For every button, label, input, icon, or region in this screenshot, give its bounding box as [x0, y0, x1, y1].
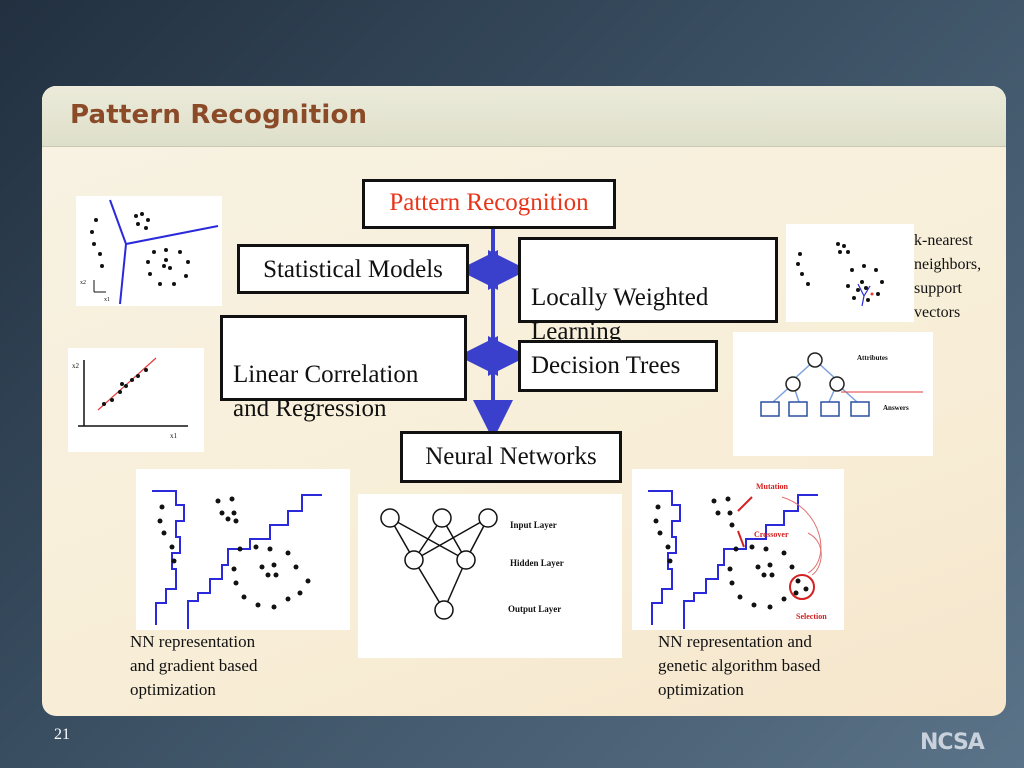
- node-neural-networks-label: Neural Networks: [425, 443, 597, 470]
- attributes-label: Attributes: [857, 354, 888, 362]
- partition-scatter-plot: x2 x1: [80, 199, 219, 305]
- root-node: Pattern Recognition: [362, 179, 616, 229]
- gradient-boundary-figure: [136, 469, 350, 630]
- title-bar: Pattern Recognition: [42, 86, 1006, 147]
- hidden-layer-label: Hidden Layer: [510, 558, 564, 568]
- neural-network-graphic: Input Layer Hidden Layer Output Layer: [380, 508, 564, 620]
- node-statistical-models: Statistical Models: [237, 244, 469, 294]
- node-linear-correlation-label: Linear Correlation and Regression: [233, 361, 419, 422]
- slide-title: Pattern Recognition: [70, 100, 368, 130]
- knn-plot: [796, 242, 884, 307]
- node-locally-weighted: Locally Weighted Learning: [518, 237, 778, 345]
- slide-number: 21: [54, 726, 70, 743]
- genetic-algorithm-plot: Mutation Crossover Selection: [648, 482, 827, 629]
- partition-scatter-figure: x2 x1: [76, 196, 222, 306]
- diagram-arrows: [458, 228, 528, 440]
- crossover-label: Crossover: [754, 530, 789, 539]
- ncsa-logo: NCSA: [920, 730, 985, 755]
- input-layer-label: Input Layer: [510, 520, 557, 530]
- node-decision-trees-label: Decision Trees: [531, 352, 681, 379]
- decision-tree-graphic: Attributes Answers: [760, 352, 923, 417]
- answers-label: Answers: [883, 404, 909, 412]
- mutation-label: Mutation: [756, 482, 789, 491]
- decision-tree-figure: Attributes Answers: [733, 332, 933, 456]
- node-decision-trees: Decision Trees: [518, 340, 718, 392]
- output-layer-label: Output Layer: [508, 604, 561, 614]
- caption-genetic: NN representation and genetic algorithm …: [658, 632, 821, 699]
- regression-figure: x2 x1: [68, 348, 204, 452]
- root-node-label: Pattern Recognition: [389, 189, 589, 216]
- caption-gradient: NN representation and gradient based opt…: [130, 632, 258, 699]
- regression-x-axis-label: x1: [170, 432, 178, 440]
- knn-caption: k-nearest neighbors, support vectors: [914, 232, 982, 321]
- knn-figure: [786, 224, 914, 322]
- genetic-algorithm-figure: Mutation Crossover Selection: [632, 469, 844, 630]
- gradient-boundary-plot: [152, 490, 322, 629]
- neural-network-figure: Input Layer Hidden Layer Output Layer: [358, 494, 622, 658]
- partition-y-axis-label: x2: [80, 280, 86, 286]
- node-neural-networks: Neural Networks: [400, 431, 622, 483]
- partition-x-axis-label: x1: [104, 297, 110, 303]
- selection-label: Selection: [796, 612, 827, 621]
- node-linear-correlation: Linear Correlation and Regression: [220, 315, 467, 422]
- regression-plot: x2 x1: [72, 357, 188, 440]
- regression-y-axis-label: x2: [72, 362, 80, 370]
- node-statistical-models-label: Statistical Models: [263, 256, 443, 283]
